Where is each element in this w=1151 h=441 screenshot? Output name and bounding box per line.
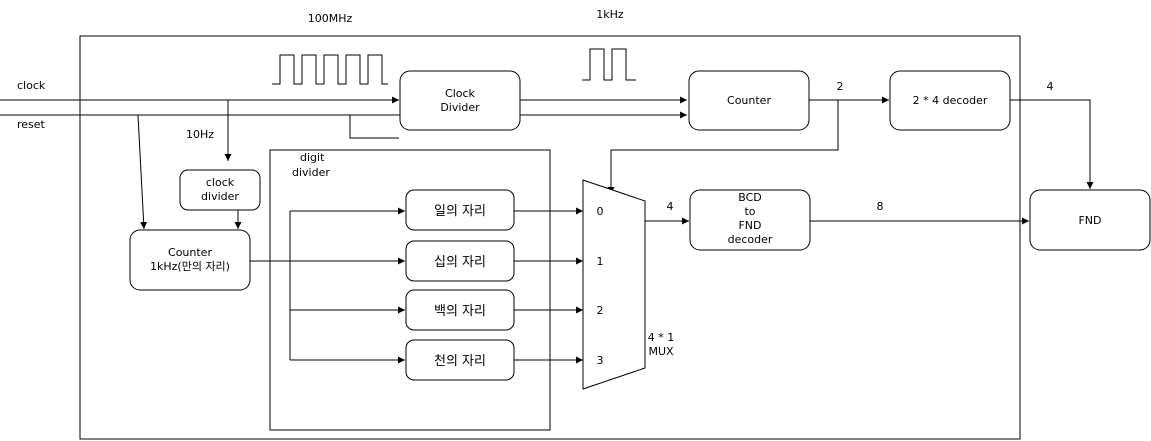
mux-input-1: 1 — [597, 255, 604, 268]
bus-width-decoder: 4 — [1047, 80, 1054, 93]
counter-to-mux-select-wire — [607, 100, 839, 194]
mux-input-0: 0 — [597, 205, 604, 218]
reset-to-counter-wire — [137, 114, 148, 230]
bcd-decoder-label-4: decoder — [728, 233, 773, 246]
mux-label-1: 4 * 1 — [648, 331, 675, 344]
digit-hundreds-label: 백의 자리 — [434, 304, 486, 319]
decoder-2x4-label: 2 * 4 decoder — [913, 94, 988, 107]
bcd-decoder-label-3: FND — [738, 219, 761, 232]
reset-label: reset — [17, 118, 46, 131]
counter-1khz-label-2: 1kHz(만의 자리) — [150, 260, 230, 273]
digit-tens-block — [405, 240, 515, 282]
clock-divider-block — [399, 70, 521, 131]
bcd-decoder-label-2: to — [744, 205, 755, 218]
mux-input-2: 2 — [597, 304, 604, 317]
mux-input-3: 3 — [597, 354, 604, 367]
reset-to-clock-divider-wire — [349, 115, 399, 139]
digit-divider-label-1: digit — [300, 151, 325, 164]
clock-label: clock — [17, 79, 46, 92]
counter-label: Counter — [727, 94, 771, 107]
bus-width-mux: 4 — [667, 200, 674, 213]
fnd-block — [1029, 189, 1151, 251]
bcd-decoder-block — [689, 189, 811, 251]
label-1khz: 1kHz — [596, 8, 624, 21]
counter-block — [688, 70, 810, 131]
bcd-decoder-label-1: BCD — [738, 191, 762, 204]
label-10hz: 10Hz — [186, 128, 214, 141]
small-clock-divider-label-2: divider — [201, 190, 239, 203]
bus-width-bcd: 8 — [877, 200, 884, 213]
digit-divider-label-2: divider — [292, 166, 330, 179]
digit-thousands-label: 천의 자리 — [434, 354, 486, 369]
clock-waveform-100mhz — [272, 54, 388, 85]
small-clock-divider-block — [179, 169, 261, 211]
label-100mhz: 100MHz — [308, 12, 353, 25]
fnd-label: FND — [1078, 214, 1101, 227]
digit-ones-block — [405, 189, 515, 231]
mux-block — [582, 179, 646, 390]
small-clock-divider-label-1: clock — [206, 176, 235, 189]
digit-tens-label: 십의 자리 — [434, 255, 486, 270]
digit-thousands-block — [405, 339, 515, 381]
digit-hundreds-block — [405, 289, 515, 331]
bus-width-counter: 2 — [837, 80, 844, 93]
decoder-2x4-block — [889, 70, 1011, 131]
decoder-to-fnd-wire — [1010, 99, 1094, 189]
counter-1khz-block — [129, 229, 251, 291]
digit-divider-block — [269, 149, 551, 431]
digit-ones-label: 일의 자리 — [434, 204, 486, 219]
clock-divider-label-1: Clock — [445, 87, 476, 100]
counter-1khz-label-1: Counter — [168, 246, 212, 259]
clock-divider-label-2: Divider — [440, 101, 480, 114]
clock-waveform-1khz — [582, 48, 636, 81]
mux-label-2: MUX — [648, 345, 674, 358]
